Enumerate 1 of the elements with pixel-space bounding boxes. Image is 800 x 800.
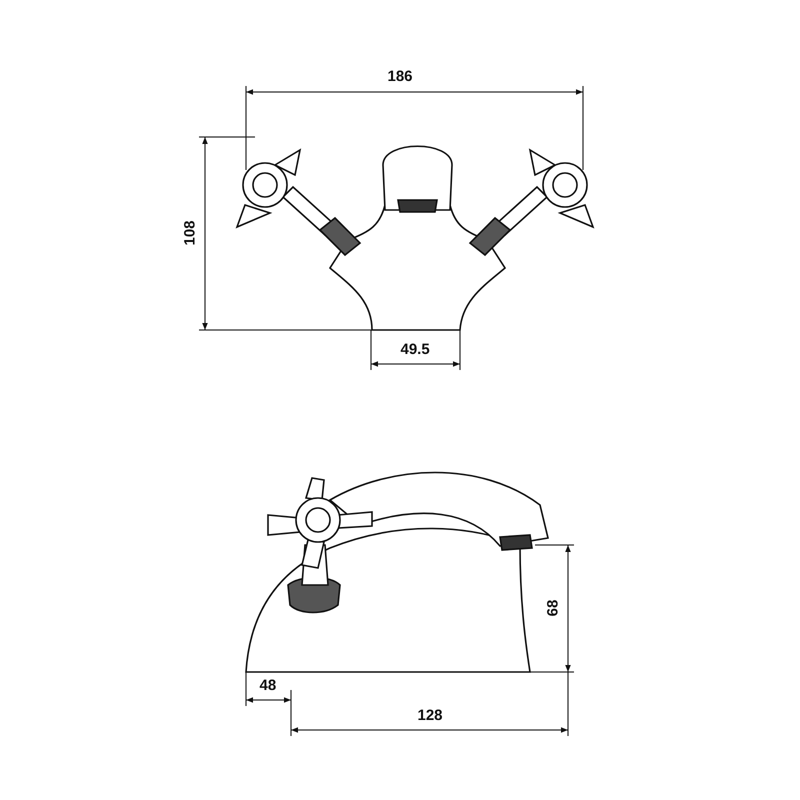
dimension-label: 68 <box>544 598 561 618</box>
